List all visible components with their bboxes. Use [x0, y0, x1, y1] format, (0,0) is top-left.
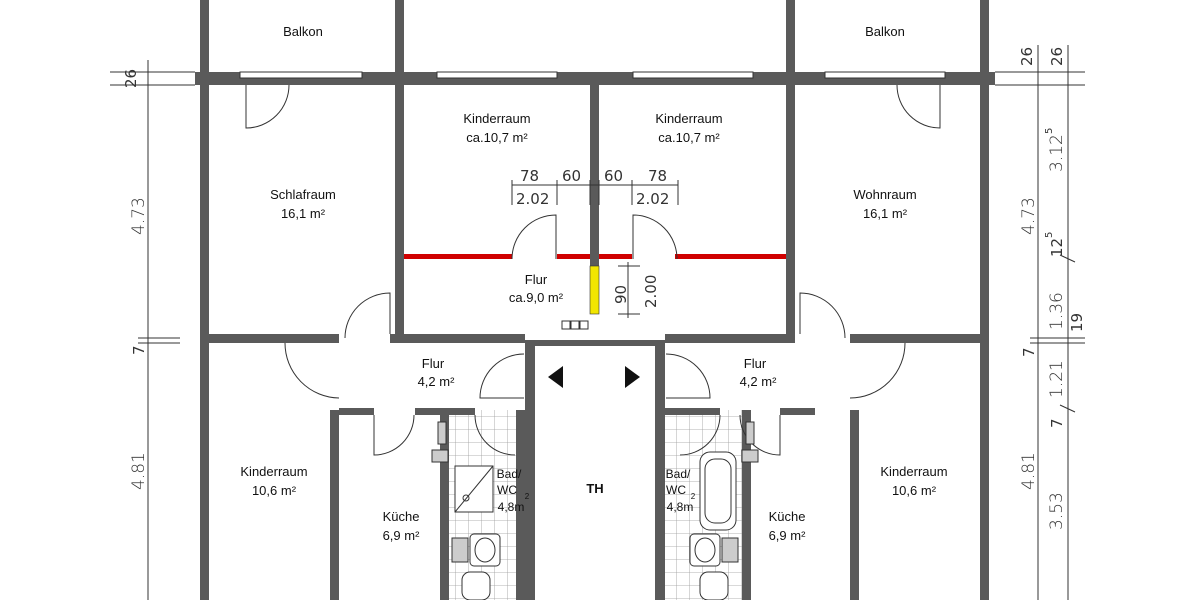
wohnraum-area: 16,1 m² — [863, 206, 908, 221]
bad-right-area: 4,8m — [667, 500, 694, 514]
dim-left-473: 4.73 — [129, 197, 149, 235]
dim-door-202-left: 2.02 — [516, 190, 549, 208]
dimension-lines — [110, 45, 1085, 600]
kinderraum-bottom-right-label: Kinderraum — [880, 464, 947, 479]
schlafraum-label: Schlafraum — [270, 187, 336, 202]
new-walls — [404, 254, 786, 259]
flur-center-label: Flur — [525, 272, 548, 287]
dim-right-7a: 7 — [1020, 347, 1038, 357]
bad-right-label-1: Bad/ — [666, 467, 691, 481]
kinderraum-bottom-right-area: 10,6 m² — [892, 483, 937, 498]
dim-door-60-right: 60 — [604, 167, 623, 185]
balkon-left-label: Balkon — [283, 24, 323, 39]
dim-right-26b: 26 — [1048, 47, 1066, 66]
dim-door-200: 2.00 — [642, 275, 660, 308]
chimney-flues — [561, 320, 589, 330]
dim-door-60-left: 60 — [562, 167, 581, 185]
dim-left-7: 7 — [130, 345, 148, 355]
bad-left-label-1: Bad/ — [497, 467, 522, 481]
bad-right-label-2: WC — [666, 483, 686, 497]
walls — [195, 0, 995, 600]
kueche-right-area: 6,9 m² — [769, 528, 807, 543]
kinderraum-top-right-area: ca.10,7 m² — [658, 130, 720, 145]
dim-right-136: 1.36 — [1047, 292, 1067, 330]
dim-left-481: 4.81 — [129, 452, 149, 490]
kinderraum-top-right-label: Kinderraum — [655, 111, 722, 126]
bad-right-squared: 2 — [691, 492, 696, 501]
stair-arrows — [548, 366, 640, 388]
marker-yellow — [589, 265, 600, 315]
kinderraum-bottom-left-area: 10,6 m² — [252, 483, 297, 498]
kueche-left-area: 6,9 m² — [383, 528, 421, 543]
dim-right-3125-sup: 5 — [1044, 128, 1055, 134]
flur-right-area: 4,2 m² — [740, 374, 778, 389]
dim-right-353: 3.53 — [1047, 492, 1067, 530]
wohnraum-label: Wohnraum — [853, 187, 916, 202]
dim-right-473: 4.73 — [1019, 197, 1039, 235]
dim-door-90: 90 — [612, 285, 630, 304]
kinderraum-bottom-left-label: Kinderraum — [240, 464, 307, 479]
dim-door-78-right: 78 — [648, 167, 667, 185]
kueche-right-label: Küche — [769, 509, 806, 524]
bathroom-fixtures — [431, 421, 759, 600]
dim-right-481: 4.81 — [1019, 452, 1039, 490]
kinderraum-top-left-label: Kinderraum — [463, 111, 530, 126]
dim-right-26a: 26 — [1018, 47, 1036, 66]
dim-right-7b: 7 — [1048, 418, 1066, 428]
flur-left-label: Flur — [422, 356, 445, 371]
bad-left-label-2: WC — [497, 483, 517, 497]
balkon-right-label: Balkon — [865, 24, 905, 39]
kinderraum-top-left-area: ca.10,7 m² — [466, 130, 528, 145]
dim-right-3125: 3.12 — [1047, 134, 1067, 172]
schlafraum-area: 16,1 m² — [281, 206, 326, 221]
dim-right-125-sup: 5 — [1044, 232, 1055, 238]
dim-door-202-right: 2.02 — [636, 190, 669, 208]
dim-right-125: 12 — [1048, 238, 1066, 257]
flur-right-label: Flur — [744, 356, 767, 371]
flur-center-area: ca.9,0 m² — [509, 290, 564, 305]
dim-right-19: 19 — [1068, 313, 1086, 332]
treppenhaus-label: TH — [586, 481, 603, 496]
windows — [239, 71, 946, 79]
kueche-left-label: Küche — [383, 509, 420, 524]
bad-left-squared: 2 — [525, 492, 530, 501]
dim-left-26: 26 — [122, 69, 140, 88]
dim-right-121: 1.21 — [1047, 360, 1067, 398]
doors — [245, 84, 941, 456]
flur-left-area: 4,2 m² — [418, 374, 456, 389]
bad-left-area: 4,8m — [498, 500, 525, 514]
dim-door-78-left: 78 — [520, 167, 539, 185]
